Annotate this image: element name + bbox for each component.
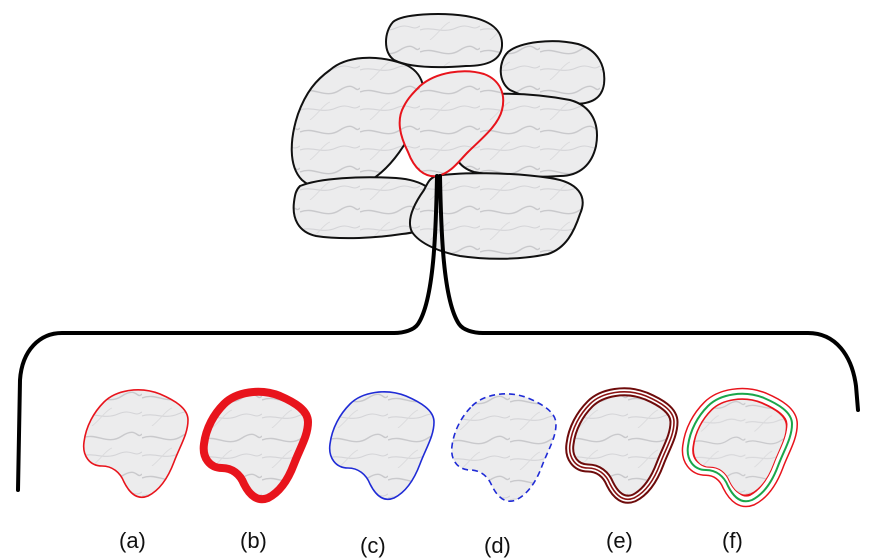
stone-variant-c	[328, 391, 435, 501]
caption-f: (f)	[722, 528, 743, 553]
bracket-right-arm	[481, 331, 860, 412]
stone-cluster	[290, 13, 606, 260]
stone-upper-right	[499, 40, 606, 106]
stone-variant-d	[450, 393, 557, 503]
stone-variant-f	[688, 394, 792, 501]
bracket-connector	[16, 174, 860, 492]
caption-a: (a)	[119, 528, 146, 553]
stone-top	[385, 13, 504, 69]
connector-stem-right	[438, 174, 485, 335]
connector-stem-left	[392, 174, 439, 335]
caption-e: (e)	[606, 528, 633, 553]
caption-b: (b)	[240, 528, 267, 553]
stone-variant-b	[204, 392, 308, 499]
bracket-left-arm	[16, 331, 396, 492]
stone-lower-left	[292, 176, 440, 240]
stone-variant-a	[82, 389, 189, 499]
stone-lower-right	[408, 172, 584, 260]
stone-center-highlighted	[398, 70, 505, 178]
caption-d: (d)	[484, 533, 511, 558]
stone-variant-e	[570, 392, 674, 499]
caption-c: (c)	[360, 533, 386, 558]
